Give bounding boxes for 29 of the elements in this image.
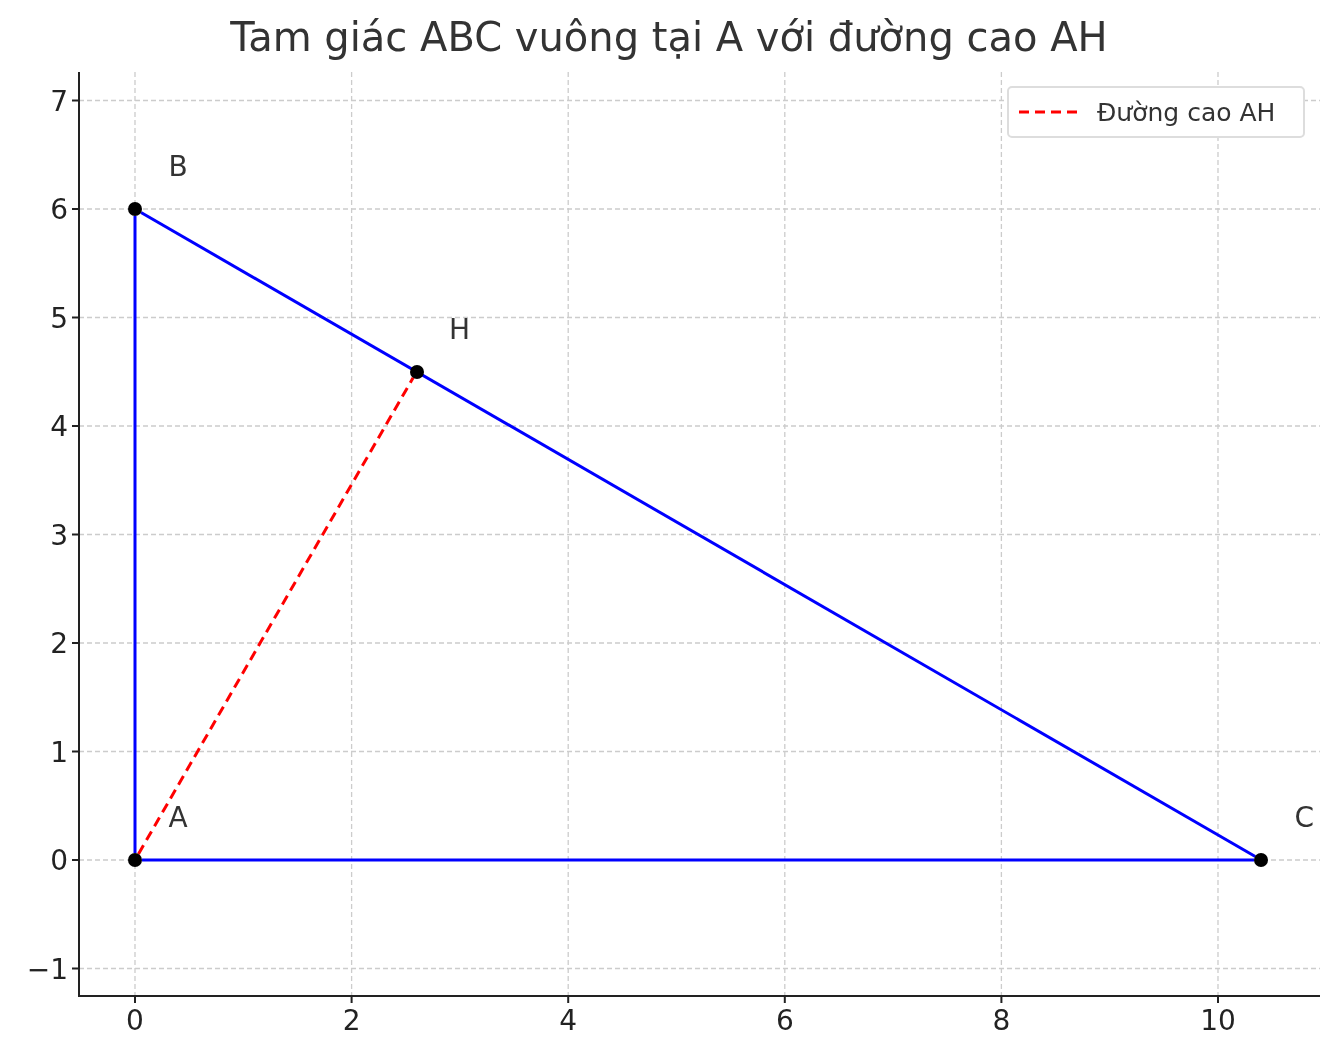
tick-label: 5 (50, 301, 68, 334)
point-dot (128, 853, 142, 867)
point-label: B (168, 149, 188, 183)
triangle-side (133, 216, 137, 853)
tick-label: 4 (559, 1004, 578, 1037)
tick-label: 4 (50, 409, 68, 443)
point-dot (409, 364, 424, 379)
tick-label: 10 (1200, 1004, 1236, 1037)
point-label: A (168, 800, 188, 834)
point-label: H (449, 312, 471, 346)
point-label: C (1294, 800, 1315, 834)
triangle-side (140, 211, 1256, 858)
tick-label: 2 (50, 626, 68, 660)
tick-label: 0 (126, 1004, 144, 1037)
point-dot (1254, 853, 1269, 867)
tick-label: 1 (50, 735, 68, 768)
tick-label: 3 (50, 518, 68, 551)
triangle-side (142, 858, 1255, 862)
tick-label: 2 (342, 1004, 361, 1037)
tick-label: 6 (775, 1004, 794, 1037)
tick-label: 7 (50, 84, 68, 117)
legend-text: Đường cao AH (1097, 98, 1276, 127)
altitude-line (137, 377, 415, 855)
chart-title: Tam giác ABC vuông tại A với đường cao AH (229, 14, 1109, 60)
point-dot (128, 202, 142, 216)
tick-label: −1 (26, 952, 68, 985)
tick-label: 6 (50, 192, 68, 226)
tick-label: 0 (50, 843, 68, 877)
tick-label: 8 (992, 1004, 1011, 1037)
